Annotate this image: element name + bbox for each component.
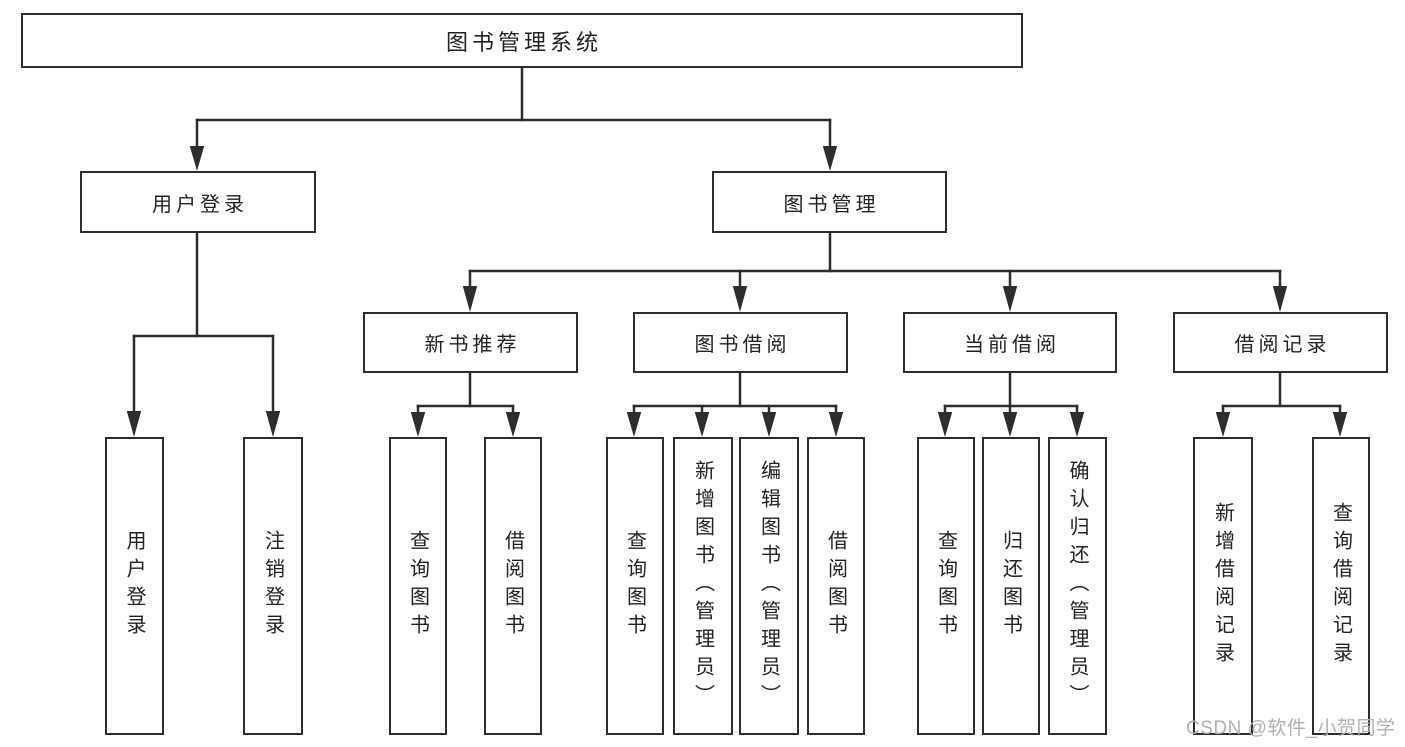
node-label: 查询借阅记录: [1329, 502, 1352, 670]
node-label: 图书借阅: [694, 334, 791, 356]
node-label: 借阅记录: [1234, 334, 1331, 356]
node-label: 新书推荐: [424, 334, 521, 356]
leaf-borrow-books-borrow: 借阅图书: [807, 437, 865, 735]
leaf-edit-book-admin: 编辑图书（管理员）: [739, 437, 799, 735]
leaf-query-borrow-record: 查询借阅记录: [1312, 437, 1370, 735]
connector-borrow-records-children: [1215, 370, 1348, 437]
node-label: 用户登录: [152, 193, 248, 216]
leaf-query-books-recommend: 查询图书: [389, 437, 447, 735]
leaf-add-borrow-record: 新增借阅记录: [1193, 437, 1253, 735]
node-label: 确认归还（管理员）: [1066, 460, 1088, 712]
node-book-borrow: 图书借阅: [633, 312, 848, 373]
leaf-return-book: 归还图书: [982, 437, 1040, 735]
node-book-management: 图书管理: [712, 171, 947, 233]
node-label: 借阅图书: [824, 530, 847, 642]
connector-root-to-level2: [189, 65, 838, 171]
node-label: 编辑图书（管理员）: [757, 460, 780, 712]
leaf-logout: 注销登录: [243, 437, 303, 735]
node-label: 用户登录: [123, 530, 145, 642]
node-label: 归还图书: [999, 530, 1022, 642]
connector-book-borrow-children: [626, 370, 844, 437]
leaf-confirm-return-admin: 确认归还（管理员）: [1048, 437, 1107, 735]
leaf-add-book-admin: 新增图书（管理员）: [673, 437, 733, 735]
node-label: 查询图书: [406, 530, 429, 642]
node-new-book-recommend: 新书推荐: [363, 312, 578, 373]
leaf-query-books-borrow: 查询图书: [606, 437, 664, 735]
leaf-borrow-books-recommend: 借阅图书: [484, 437, 542, 735]
node-label: 查询图书: [934, 530, 957, 642]
node-label: 当前借阅: [964, 334, 1060, 356]
connector-book-management-children: [462, 230, 1288, 312]
leaf-user-login: 用户登录: [105, 437, 164, 735]
node-label: 图书管理系统: [445, 29, 602, 55]
node-library-management-system: 图书管理系统: [21, 13, 1023, 68]
node-borrow-records: 借阅记录: [1173, 312, 1388, 373]
node-label: 图书管理: [783, 193, 880, 216]
node-label: 新增图书（管理员）: [691, 460, 714, 712]
node-label: 新增借阅记录: [1211, 502, 1234, 670]
node-label: 借阅图书: [501, 530, 524, 642]
node-label: 注销登录: [261, 530, 284, 642]
connector-user-login-children: [126, 230, 281, 437]
node-user-login: 用户登录: [80, 171, 316, 233]
node-current-borrow: 当前借阅: [903, 312, 1117, 373]
connector-new-book-recommend-children: [410, 370, 521, 437]
node-label: 查询图书: [623, 530, 646, 642]
leaf-query-books-current: 查询图书: [917, 437, 975, 735]
connector-current-borrow-children: [937, 370, 1085, 437]
csdn-watermark: CSDN @软件_小贺同学: [1186, 718, 1396, 739]
